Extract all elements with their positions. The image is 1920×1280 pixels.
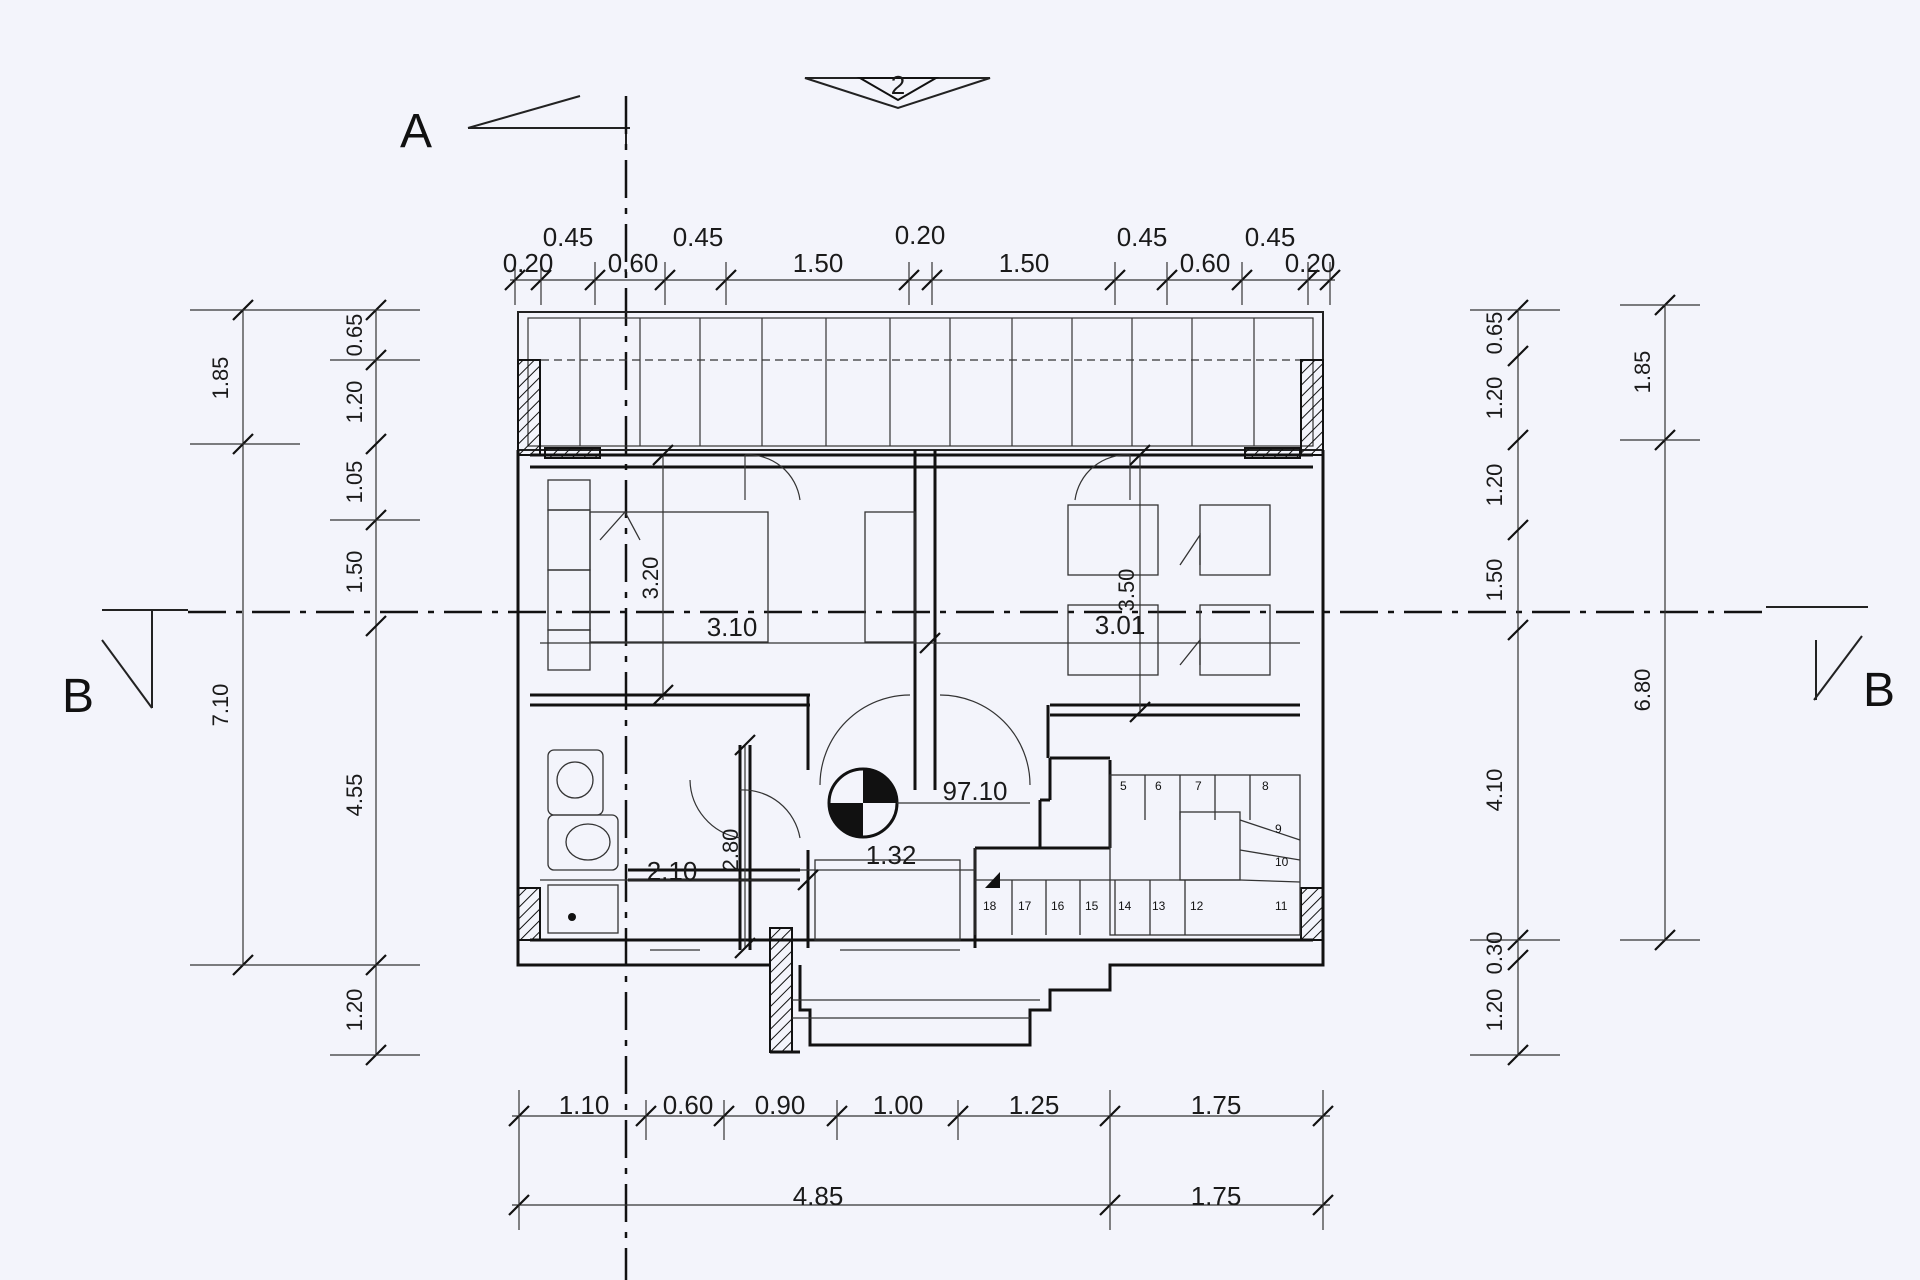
- top-dim-lower-4: 1.50: [999, 248, 1050, 278]
- column-top-left: [517, 359, 541, 456]
- left-dim-outer-2: 7.10: [208, 684, 233, 727]
- level-value: 97.10: [942, 776, 1007, 806]
- building-outline: [516, 311, 1325, 1054]
- right-bedroom-furniture: [1067, 504, 1271, 676]
- stair-step-7: 7: [1195, 779, 1202, 793]
- top-dim-lower-5: 0.60: [1180, 248, 1231, 278]
- column-entrance: [769, 927, 793, 1053]
- stair-step-15: 15: [1085, 899, 1099, 913]
- left-dim-inner-3: 1.05: [342, 461, 367, 504]
- right-bedroom-width: 3.01: [1095, 610, 1146, 640]
- stair-step-10: 10: [1275, 855, 1289, 869]
- stair-step-16: 16: [1051, 899, 1065, 913]
- bottom-dim-upper-4: 1.00: [873, 1090, 924, 1120]
- stair-step-18: 18: [983, 899, 997, 913]
- stair-step-8: 8: [1262, 779, 1269, 793]
- section-marker-a: A: [400, 95, 630, 158]
- top-dim-lower-3: 1.50: [793, 248, 844, 278]
- top-dim-upper-4: 0.45: [1117, 222, 1168, 252]
- section-a-label: A: [400, 105, 432, 158]
- right-dim-inner-7: 1.20: [1482, 989, 1507, 1032]
- right-dim-inner-5: 4.10: [1482, 769, 1507, 812]
- stair-step-5: 5: [1120, 779, 1127, 793]
- elevation-number: 2: [891, 70, 905, 100]
- section-b-right-label: B: [1863, 664, 1895, 717]
- top-dim-lower-6: 0.20: [1285, 248, 1336, 278]
- section-marker-b-right: B: [1766, 606, 1895, 717]
- left-dim-outer-1: 1.85: [208, 357, 233, 400]
- level-marker: 97.10: [827, 767, 1030, 839]
- section-b-left-label: B: [62, 670, 94, 723]
- column-bottom-left: [517, 887, 541, 941]
- hall-width: 1.32: [866, 840, 917, 870]
- left-dim-inner-1: 0.65: [342, 314, 367, 357]
- staircase: 5 6 7 8 9 10 11 12 13 14 15 16 17 18: [974, 774, 1301, 936]
- bathroom-fixtures: [547, 749, 619, 934]
- left-dim-inner-4: 1.50: [342, 551, 367, 594]
- left-dim-inner-5: 4.55: [342, 774, 367, 817]
- top-dim-lower-1: 0.20: [503, 248, 554, 278]
- bottom-dim-lower-2: 1.75: [1191, 1181, 1242, 1211]
- top-dim-upper-2: 0.45: [673, 222, 724, 252]
- top-dim-lower-2: 0.60: [608, 248, 659, 278]
- bath-depth: 2.80: [718, 829, 743, 872]
- right-dim-inner-1: 0.65: [1482, 312, 1507, 355]
- left-bedroom-furniture: [547, 479, 916, 671]
- left-bedroom-depth: 3.20: [638, 557, 663, 600]
- column-bottom-right: [1300, 887, 1324, 941]
- bottom-dim-upper-1: 1.10: [559, 1090, 610, 1120]
- top-dim-upper-5: 0.45: [1245, 222, 1296, 252]
- room-dimensions: 3.20 3.10 3.50 3.01 1.32 2.10 2.80: [540, 444, 1300, 959]
- bottom-dim-upper-2: 0.60: [663, 1090, 714, 1120]
- stair-step-11: 11: [1275, 899, 1288, 913]
- right-dim-inner-4: 1.50: [1482, 559, 1507, 602]
- lintel-left: [544, 447, 601, 459]
- stair-step-12: 12: [1190, 899, 1204, 913]
- top-dim-upper-1: 0.45: [543, 222, 594, 252]
- right-dimension-chain: 0.65 1.20 1.20 1.50 4.10 0.30 1.20 1.85 …: [1470, 294, 1700, 1066]
- bottom-dim-upper-3: 0.90: [755, 1090, 806, 1120]
- stair-step-9: 9: [1275, 822, 1282, 836]
- stair-step-14: 14: [1118, 899, 1132, 913]
- right-dim-inner-6: 0.30: [1482, 932, 1507, 975]
- left-dimension-chain: 1.85 7.10 0.65 1.20 1.05 1.50 4.55 1.20: [190, 299, 420, 1066]
- bath-width: 2.10: [647, 856, 698, 886]
- bottom-dim-lower-1: 4.85: [793, 1181, 844, 1211]
- section-marker-b-left: B: [62, 609, 188, 723]
- left-dim-inner-6: 1.20: [342, 989, 367, 1032]
- lintel-right: [1244, 447, 1301, 459]
- right-dim-inner-3: 1.20: [1482, 464, 1507, 507]
- stair-step-6: 6: [1155, 779, 1162, 793]
- doors: [689, 454, 1131, 839]
- column-top-right: [1300, 359, 1324, 456]
- entry-block: [650, 859, 1040, 1019]
- elevation-marker-2: 2: [804, 70, 991, 110]
- stair-step-13: 13: [1152, 899, 1166, 913]
- top-dim-upper-3: 0.20: [895, 220, 946, 250]
- right-dim-outer-1: 1.85: [1630, 351, 1655, 394]
- right-bedroom-depth: 3.50: [1114, 569, 1139, 612]
- stair-step-17: 17: [1018, 899, 1032, 913]
- top-dimension-chain: 0.45 0.45 0.20 0.45 0.45 0.20 0.60 1.50 …: [503, 220, 1341, 305]
- right-dim-inner-2: 1.20: [1482, 377, 1507, 420]
- left-dim-inner-2: 1.20: [342, 381, 367, 424]
- right-dim-outer-2: 6.80: [1630, 669, 1655, 712]
- bottom-dimension-chain: 1.10 0.60 0.90 1.00 1.25 1.75 4.85 1.75: [508, 1090, 1334, 1230]
- left-bedroom-width: 3.10: [707, 612, 758, 642]
- bottom-dim-upper-5: 1.25: [1009, 1090, 1060, 1120]
- bottom-dim-upper-6: 1.75: [1191, 1090, 1242, 1120]
